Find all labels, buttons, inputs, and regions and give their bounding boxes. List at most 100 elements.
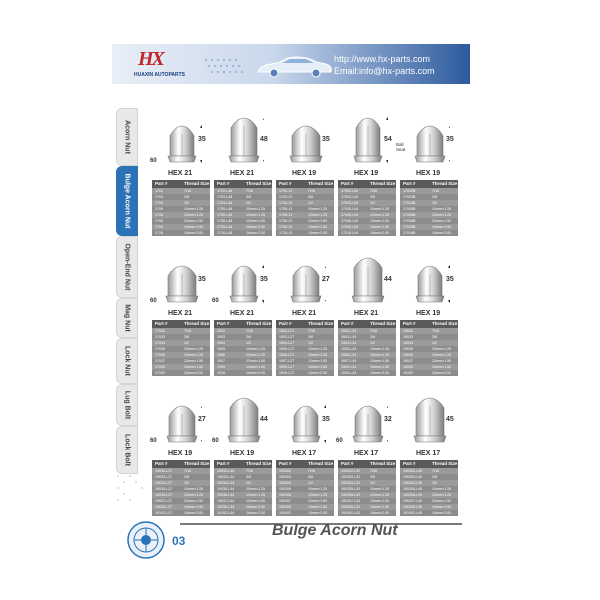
thread-size: 7/16 — [370, 189, 377, 193]
part-number: 19032-L27 — [155, 469, 173, 473]
thread-size: 12mm×1.50 — [308, 499, 328, 503]
part-number: 1907-L27 — [279, 359, 295, 363]
thread-size: 7/16 — [370, 329, 377, 333]
tab-lock-bolt[interactable]: Lock Bolt — [116, 426, 138, 474]
thread-size: 14mm×2.00 — [432, 371, 452, 375]
thread-size: 1/2 — [432, 341, 437, 345]
part-number: 1702 — [155, 189, 163, 193]
header-part: Part # — [217, 321, 230, 326]
thread-size: 14mm×1.50 — [308, 505, 328, 509]
thread-size: 12mm×1.25 — [184, 213, 204, 217]
table-row: 1902-L44 7/16 — [338, 328, 396, 334]
height-dimension: 35 — [322, 136, 330, 143]
thread-size: 14mm×2.00 — [246, 371, 266, 375]
hex-size-label: HEX 21 — [354, 310, 379, 317]
part-number: 1705 — [155, 207, 163, 211]
thread-size: 12mm×1.25 — [308, 493, 328, 497]
thread-size: 7/16 — [432, 189, 439, 193]
tab-label: Lock Bolt — [123, 434, 131, 466]
part-number: 17035 — [155, 347, 165, 351]
thread-size: 7/16 — [308, 329, 315, 333]
part-number: 17016B — [403, 231, 416, 235]
lug-nut-icon — [413, 397, 447, 443]
tab-lug-bolt[interactable]: Lug Bolt — [116, 384, 138, 426]
part-number: 17036 — [155, 353, 165, 357]
header-part: Part # — [155, 461, 168, 466]
thread-size: 12mm×1.50 — [184, 499, 204, 503]
thread-size: 3/8 — [308, 195, 313, 199]
part-number: 1703-13 — [279, 195, 293, 199]
part-number: 1902-L44 — [341, 329, 357, 333]
part-number: 1904 — [217, 341, 225, 345]
part-number: 190309-L32 — [341, 505, 361, 509]
lug-nut-icon — [229, 265, 264, 303]
thread-size: 14mm×1.50 — [432, 365, 452, 369]
table-header: Part #Thread Size — [338, 180, 396, 188]
logo-subtitle: HUAXIN AUTOPARTS — [134, 72, 186, 78]
tab-acorn-nut[interactable]: Acorn Nut — [116, 108, 138, 166]
part-number: 19039-L44 — [217, 505, 235, 509]
part-number: 1706-L48 — [217, 213, 233, 217]
header-thread: Thread Size — [246, 321, 272, 326]
part-number: 1702-L48 — [217, 189, 233, 193]
thread-size: 3/8 — [370, 335, 375, 339]
thread-size: 14mm×1.50 — [184, 225, 204, 229]
seat-note: Ball Seat — [396, 142, 406, 152]
height-dimension: 44 — [384, 276, 392, 283]
part-number: 17004-L54 — [341, 201, 359, 205]
thread-size: 12mm×1.25 — [184, 353, 204, 357]
tab-mag-nut[interactable]: Mag Nut — [116, 298, 138, 338]
thread-size: 14mm×1.50 — [246, 225, 266, 229]
header-part: Part # — [403, 461, 416, 466]
part-number: 190304 — [279, 481, 291, 485]
part-number: 1702-13 — [279, 189, 293, 193]
thread-size: 14mm×1.50 — [370, 365, 390, 369]
tab-bulge-acorn-nut[interactable]: Bulge Acorn Nut — [116, 166, 138, 236]
thread-size: 12mm×1.25 — [308, 213, 328, 217]
emblem-icon — [127, 521, 165, 559]
part-number: 19192 — [403, 371, 413, 375]
tab-open-end-nut[interactable]: Open-End Nut — [116, 236, 138, 298]
tab-lock-nut[interactable]: Lock Nut — [116, 338, 138, 384]
thread-size: 12mm×1.25 — [308, 353, 328, 357]
table-header: Part #Thread Size — [152, 180, 210, 188]
decorative-dots-icon — [204, 58, 244, 74]
contact-info: http://www.hx-parts.com Email:info@hx-pa… — [334, 53, 435, 77]
thread-size: 10mm×1.25 — [308, 207, 328, 211]
thread-size: 7/16 — [184, 189, 191, 193]
hex-size-label: HEX 21 — [230, 170, 255, 177]
part-number: 1916-L27 — [279, 371, 295, 375]
website-text: http://www.hx-parts.com — [334, 54, 431, 64]
lug-nut-icon — [351, 257, 385, 303]
thread-size: 12mm×1.50 — [370, 359, 390, 363]
footer-divider — [180, 523, 462, 525]
thread-size: 10mm×1.25 — [184, 207, 204, 211]
header-part: Part # — [155, 321, 168, 326]
part-number: 19034-L44 — [217, 481, 235, 485]
thread-size: 10mm×1.25 — [246, 207, 266, 211]
part-number: 1708-13 — [279, 219, 293, 223]
header-part: Part # — [217, 461, 230, 466]
lug-nut-icon — [291, 405, 326, 443]
